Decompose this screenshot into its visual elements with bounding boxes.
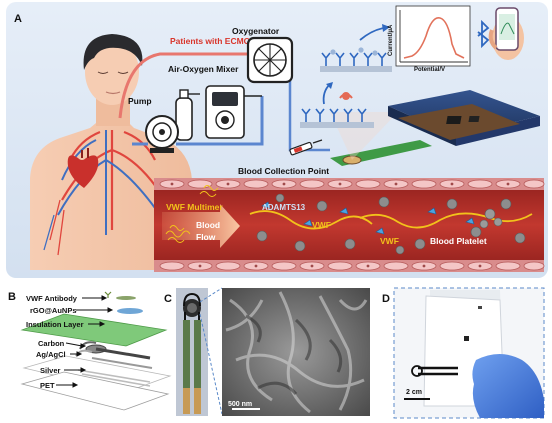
syringe-icon bbox=[289, 139, 323, 156]
plot-ylabel: Current/μA bbox=[388, 24, 394, 56]
layer-label-insulation: Insulation Layer bbox=[26, 320, 84, 329]
oxygenator-icon bbox=[246, 36, 294, 84]
pump-label: Pump bbox=[128, 96, 152, 106]
bluetooth-icon bbox=[477, 19, 490, 49]
layer-label-pet: PET bbox=[40, 381, 55, 390]
heart-icon bbox=[67, 148, 99, 188]
layer-antibody bbox=[104, 291, 136, 300]
panel-d-letter: D bbox=[382, 293, 390, 305]
sem-scale-label: 500 nm bbox=[228, 401, 252, 408]
mixer-box-icon bbox=[205, 85, 262, 139]
patient-figure bbox=[30, 34, 192, 270]
panel-b: B VWF Antibody rGO@AuNPs Insulation Laye… bbox=[8, 291, 172, 411]
platelet-cluster bbox=[479, 208, 503, 229]
inserted-electrode bbox=[411, 365, 458, 377]
plot-xlabel: Potential/V bbox=[414, 67, 445, 73]
panel-b-letter: B bbox=[8, 291, 16, 303]
blood-vessel: VWF Multimer ADAMTS13 VWF VWF Blood Flow… bbox=[154, 178, 545, 272]
photo-scale-label: 2 cm bbox=[406, 389, 422, 396]
smartphone-icon bbox=[488, 7, 524, 60]
ecmo-label: Patients with ECMO bbox=[170, 36, 251, 46]
collection-label: Blood Collection Point bbox=[238, 166, 329, 176]
layer-insulation bbox=[20, 313, 168, 347]
electrode-photo bbox=[176, 288, 208, 416]
panel-c-letter: C bbox=[164, 293, 172, 305]
zoom-line-bottom bbox=[199, 313, 223, 415]
layer-labels: VWF Antibody rGO@AuNPs Insulation Layer … bbox=[26, 294, 84, 390]
ecmo-venous-tube bbox=[132, 96, 264, 146]
layer-label-carbon: Carbon bbox=[38, 339, 65, 348]
zoom-line-top bbox=[199, 287, 223, 303]
panel-a-letter: A bbox=[14, 13, 22, 25]
arrow-up-icon bbox=[322, 82, 333, 105]
vwf-strand-2 bbox=[359, 212, 533, 229]
mixer-label: Air-Oxygen Mixer bbox=[168, 64, 239, 74]
device-photo: 2 cm bbox=[404, 290, 544, 418]
vwf-multimer-label: VWF Multimer bbox=[166, 202, 223, 212]
ecmo-arterial-tube bbox=[118, 52, 248, 119]
vwf-strand-1 bbox=[249, 210, 373, 230]
oxygenator-label: Oxygenator bbox=[232, 26, 280, 36]
blood-label: Blood bbox=[196, 220, 220, 230]
adamts13-label: ADAMTS13 bbox=[262, 203, 306, 212]
panel-a: A Patients with ECMO bbox=[6, 2, 548, 278]
glove-hand bbox=[472, 354, 544, 418]
panel-c: C 500 nm bbox=[164, 287, 370, 416]
layer-label-agagcl: Ag/AgCl bbox=[36, 350, 66, 359]
sem-image: 500 nm bbox=[222, 288, 370, 416]
platelet-label: Blood Platelet bbox=[430, 236, 487, 246]
pump-icon bbox=[145, 115, 179, 153]
vwf-binding-icon bbox=[339, 92, 353, 100]
dpv-plot: Current/μA Potential/V bbox=[388, 5, 471, 73]
layer-label-silver: Silver bbox=[40, 366, 61, 375]
antibody-surface-bottom bbox=[300, 108, 374, 128]
antibody-surface-top bbox=[320, 47, 392, 72]
arrow-signal-icon bbox=[359, 24, 390, 41]
layer-label-rgo: rGO@AuNPs bbox=[30, 306, 77, 315]
flow-label: Flow bbox=[196, 232, 216, 242]
gas-cylinder-icon bbox=[175, 89, 200, 141]
layer-rgo bbox=[117, 308, 143, 314]
panel-d: D 2 cm bbox=[382, 287, 545, 419]
vwf-label-1: VWF bbox=[312, 220, 331, 230]
platelets bbox=[256, 193, 526, 255]
adamts13-enzymes bbox=[261, 201, 475, 235]
flow-arrow bbox=[162, 204, 240, 248]
layer-pet bbox=[20, 371, 170, 411]
vwf-multimer-cluster bbox=[165, 185, 219, 243]
readout-chip bbox=[388, 90, 540, 146]
vwf-label-2: VWF bbox=[380, 236, 399, 246]
layer-label-antibody: VWF Antibody bbox=[26, 294, 78, 303]
layer-arrows bbox=[56, 295, 114, 388]
